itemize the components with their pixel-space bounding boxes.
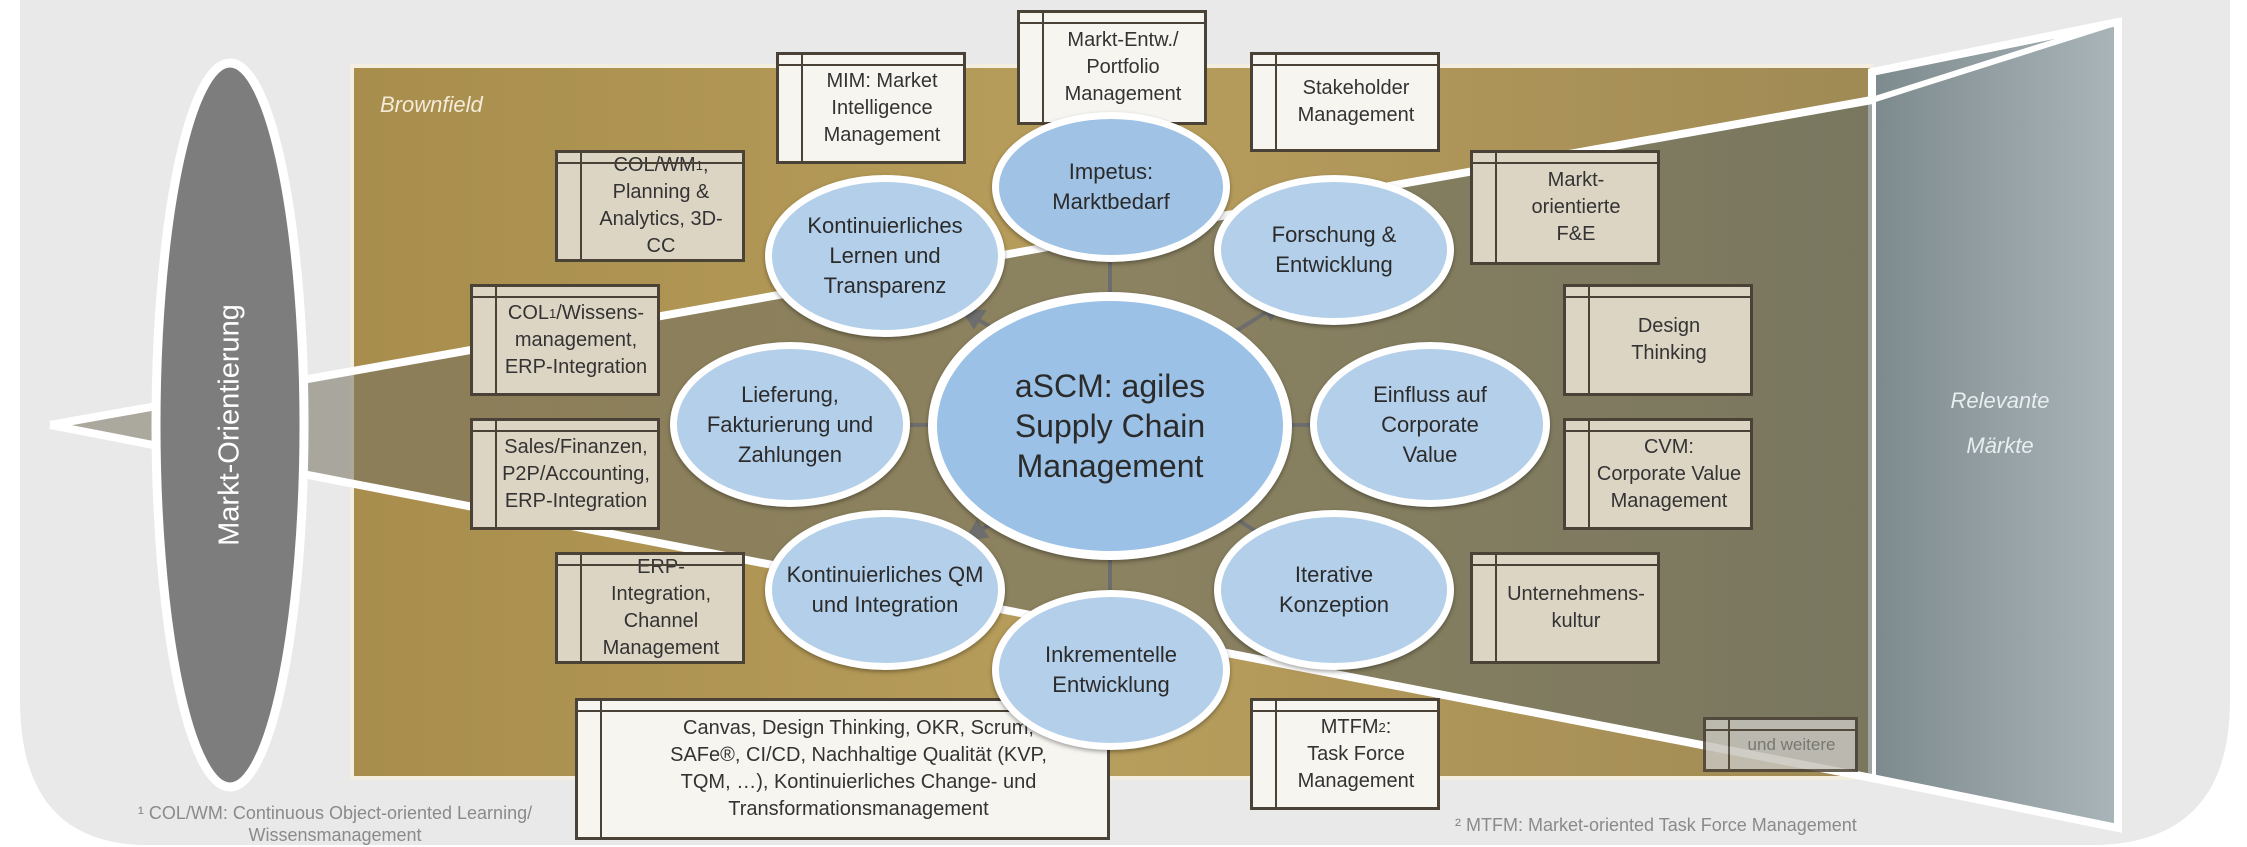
box-col-wissensmanagement: COL1/Wissens- management, ERP-Integratio… bbox=[470, 284, 660, 396]
box-col-wm: COL/WM1, Planning & Analytics, 3D-CC bbox=[555, 150, 745, 262]
box-markt-fe: Markt- orientierte F&E bbox=[1470, 150, 1660, 265]
box-sales-finanzen: Sales/Finanzen, P2P/Accounting, ERP-Inte… bbox=[470, 418, 660, 530]
relevante-maerkte-band bbox=[1872, 22, 2118, 828]
box-stakeholder: Stakeholder Management bbox=[1250, 52, 1440, 152]
box-erp-channel: ERP-Integration, Channel Management bbox=[555, 552, 745, 664]
box-design-thinking: Design Thinking bbox=[1563, 284, 1753, 396]
ellipse-kontinuierliches-qm: Kontinuierliches QM und Integration bbox=[765, 510, 1005, 670]
footnote-col-wm: ¹ COL/WM: Continuous Object-oriented Lea… bbox=[137, 803, 533, 845]
markt-orientierung-oval bbox=[151, 58, 309, 792]
brownfield-label: Brownfield bbox=[380, 92, 483, 117]
box-mim: MIM: Market Intelligence Management bbox=[776, 52, 966, 164]
ellipse-einfluss-corporate-value: Einfluss auf Corporate Value bbox=[1310, 342, 1550, 507]
ellipse-kontinuierliches-lernen: Kontinuierliches Lernen und Transparenz bbox=[765, 175, 1005, 337]
markt-orientierung-label: Markt-Orientierung bbox=[213, 304, 246, 546]
ellipse-forschung-entwicklung: Forschung & Entwicklung bbox=[1214, 175, 1454, 325]
footnote-mtfm: ² MTFM: Market-oriented Task Force Manag… bbox=[1455, 815, 1857, 835]
box-unternehmenskultur: Unternehmens- kultur bbox=[1470, 552, 1660, 664]
box-markt-entw-portfolio: Markt-Entw./ Portfolio Management bbox=[1017, 10, 1207, 125]
ellipse-lieferung: Lieferung, Fakturierung und Zahlungen bbox=[670, 342, 910, 507]
ellipse-iterative-konzeption: Iterative Konzeption bbox=[1214, 510, 1454, 670]
box-und-weitere: und weitere bbox=[1703, 717, 1858, 772]
ellipse-impetus-marktbedarf: Impetus: Marktbedarf bbox=[992, 112, 1230, 262]
ellipse-ascm-center: aSCM: agiles Supply Chain Management bbox=[928, 292, 1292, 560]
relevante-maerkte-label: Relevante Märkte bbox=[1950, 388, 2050, 458]
box-canvas-methods: Canvas, Design Thinking, OKR, Scrum, SAF… bbox=[575, 698, 1110, 840]
box-mtfm: MTFM2: Task Force Management bbox=[1250, 698, 1440, 810]
ellipse-inkrementelle-entwicklung: Inkrementelle Entwicklung bbox=[992, 590, 1230, 750]
box-cvm: CVM: Corporate Value Management bbox=[1563, 418, 1753, 530]
